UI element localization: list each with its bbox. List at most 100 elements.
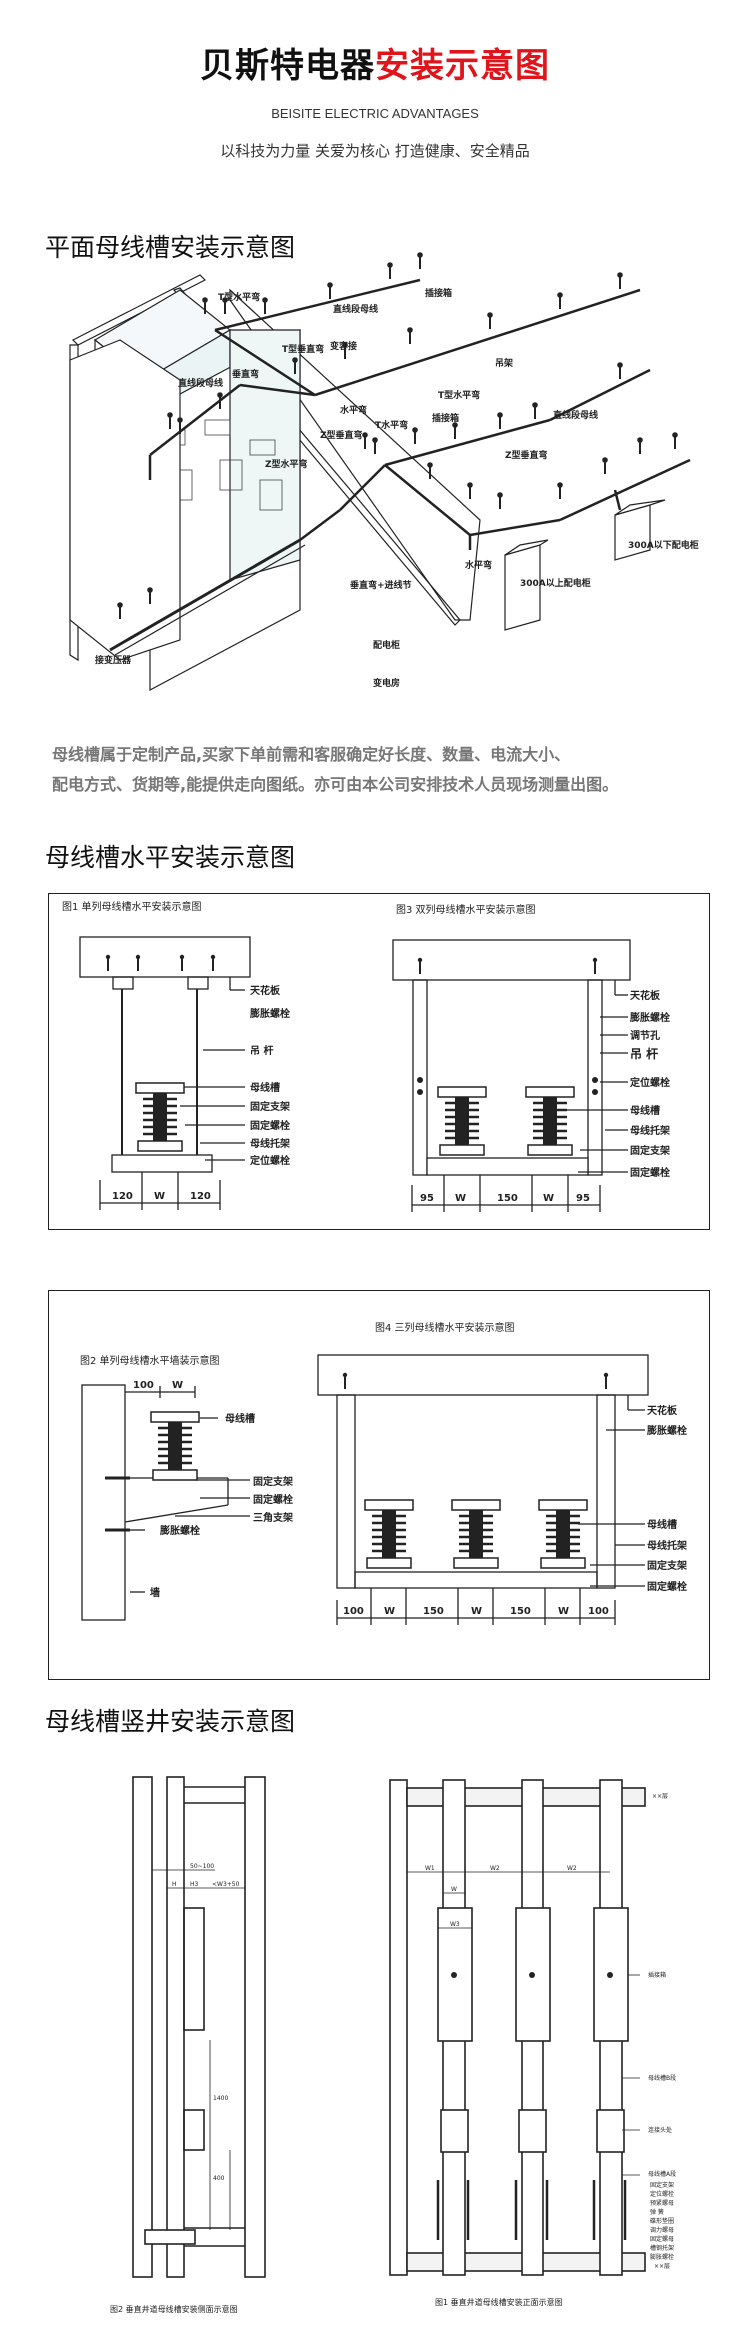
label: 固定螺母 — [650, 2235, 674, 2243]
label: 固定螺栓 — [630, 1166, 670, 1179]
label: Z型水平弯 — [265, 458, 308, 470]
label: 墙 — [150, 1586, 160, 1599]
label: 母线槽 — [250, 1081, 280, 1094]
figure-title: 图4 三列母线槽水平安装示意图 — [375, 1321, 515, 1334]
label: 母线托架 — [250, 1137, 290, 1150]
dimension: W — [451, 1886, 457, 1893]
label: 碟形垫圈 — [650, 2217, 674, 2225]
figure-caption: 图2 垂直井道母线槽安装侧面示意图 — [110, 2304, 238, 2314]
dimension: W — [471, 1606, 482, 1617]
label: 母线槽 — [225, 1412, 255, 1425]
label: 膨胀螺栓 — [250, 1007, 290, 1020]
label: 垂直弯 — [232, 368, 259, 380]
dimension: 100 — [588, 1606, 609, 1617]
label: 300A以上配电柜 — [520, 577, 591, 589]
dimension: 100 — [343, 1606, 364, 1617]
label: Z型垂直弯 — [320, 429, 363, 441]
label: 弹 簧 — [650, 2208, 664, 2216]
brand-title: 贝斯特电器安装示意图 — [0, 38, 750, 87]
dimension: W — [543, 1193, 554, 1204]
figure-box-1 — [48, 893, 710, 1230]
slogan: 以科技为力量 关爱为核心 打造健康、安全精品 — [220, 142, 530, 160]
dimension: W2 — [490, 1865, 500, 1872]
label: 吊架 — [495, 357, 513, 369]
dimension: <W3+50 — [212, 1881, 240, 1888]
label: 变容接 — [330, 340, 357, 352]
dimension: 50~100 — [190, 1863, 214, 1870]
figure-4-triple-row: 图4 三列母线槽水平安装示意图 天花板 膨胀螺栓 母线槽 母线托架 固定支架 固… — [317, 1321, 687, 1625]
label: 母线托架 — [647, 1539, 687, 1552]
figure-caption: 图1 垂直井道母线槽安装正面示意图 — [435, 2297, 563, 2307]
figure-box-2 — [48, 1290, 710, 1680]
dimension: 95 — [420, 1193, 434, 1204]
label: 吊 杆 — [250, 1044, 273, 1057]
label: 固定支架 — [650, 2181, 674, 2189]
description-line: 母线槽属于定制产品,买家下单前需和客服确定好长度、数量、电流大小、 — [52, 745, 571, 764]
figure-3-double-row: 图3 双列母线槽水平安装示意图 天花板 膨胀螺栓 调节孔 吊 杆 定位螺栓 母线… — [392, 903, 670, 1212]
dimension: W3 — [450, 1921, 460, 1928]
dimension: W1 — [425, 1865, 435, 1872]
dimension: W — [455, 1193, 466, 1204]
figure-title: 图2 单列母线槽水平墙装示意图 — [80, 1354, 220, 1367]
label: 300A以下配电柜 — [628, 539, 699, 551]
label: 母线槽 — [630, 1104, 660, 1117]
dimension: 95 — [576, 1193, 590, 1204]
label: 预紧螺母 — [650, 2199, 674, 2207]
dimension: 100 — [133, 1380, 154, 1391]
label: 槽钢托架 — [650, 2244, 674, 2252]
brand-name: 贝斯特电器 — [200, 46, 375, 86]
label: 膨胀螺栓 — [630, 1011, 670, 1024]
dimension: W — [172, 1380, 183, 1391]
label: 天花板 — [647, 1404, 678, 1417]
label: 插接箱 — [648, 1971, 666, 1979]
label: 调力螺母 — [650, 2226, 674, 2234]
brand-english: BEISITE ELECTRIC ADVANTAGES — [271, 106, 479, 121]
dimension: H3 — [190, 1881, 199, 1888]
label: 定位螺栓 — [630, 1076, 670, 1089]
dimension: 1400 — [213, 2095, 228, 2102]
label: 母线槽 — [647, 1518, 677, 1531]
label: 连接头处 — [648, 2126, 672, 2134]
section-title-plane: 平面母线槽安装示意图 — [45, 233, 296, 262]
label: ××层 — [652, 1793, 668, 1800]
label: 三角支架 — [253, 1511, 293, 1524]
label: 直线段母线 — [553, 409, 598, 421]
label: 插接箱 — [425, 287, 452, 299]
label: 调节孔 — [630, 1029, 660, 1042]
label: 固定螺栓 — [253, 1493, 293, 1506]
label: 膨胀螺栓 — [647, 1424, 687, 1437]
label: ××层 — [654, 2263, 670, 2270]
dimension: W — [154, 1191, 165, 1202]
label: 固定支架 — [647, 1559, 687, 1572]
label: 固定螺栓 — [647, 1580, 687, 1593]
label: 母线槽A段 — [648, 2170, 676, 2178]
dimension: 120 — [112, 1191, 133, 1202]
label: 固定螺栓 — [250, 1119, 290, 1132]
plane-diagram-labels: T型水平弯 直线段母线 插接箱 T型垂直弯 变容接 垂直弯 直线段母线 水平弯 … — [95, 287, 699, 689]
dimension: W2 — [567, 1865, 577, 1872]
label: Z型垂直弯 — [505, 449, 548, 461]
dimension: 150 — [423, 1606, 444, 1617]
figure-2-wall-mount: 图2 单列母线槽水平墙装示意图 母线槽 固定支架 固定螺栓 三角支架 膨胀螺栓 … — [80, 1354, 293, 1621]
label: T型水平弯 — [438, 389, 480, 401]
label: T型水平弯 — [218, 291, 260, 303]
section-title-vertical: 母线槽竖井安装示意图 — [45, 1707, 296, 1736]
label: 吊 杆 — [630, 1046, 658, 1061]
label: T型垂直弯 — [282, 343, 324, 355]
figure-title: 图1 单列母线槽水平安装示意图 — [62, 900, 202, 913]
label: 定位螺栓 — [650, 2190, 674, 2198]
description-line: 配电方式、货期等,能提供走向图纸。亦可由本公司安排技术人员现场测量出图。 — [52, 775, 619, 794]
description: 母线槽属于定制产品,买家下单前需和客服确定好长度、数量、电流大小、 配电方式、货… — [52, 740, 618, 800]
dimension: W — [384, 1606, 395, 1617]
label: 水平弯 — [465, 559, 492, 571]
label: 接变压器 — [95, 654, 132, 666]
dimension: W — [558, 1606, 569, 1617]
label: 插接箱 — [432, 412, 459, 424]
label: 母线托架 — [630, 1124, 670, 1137]
dimension: 150 — [497, 1193, 518, 1204]
label: 天花板 — [250, 984, 281, 997]
label: 膨胀螺栓 — [160, 1524, 200, 1537]
label: 定位螺栓 — [250, 1154, 290, 1167]
label: 天花板 — [630, 989, 661, 1002]
